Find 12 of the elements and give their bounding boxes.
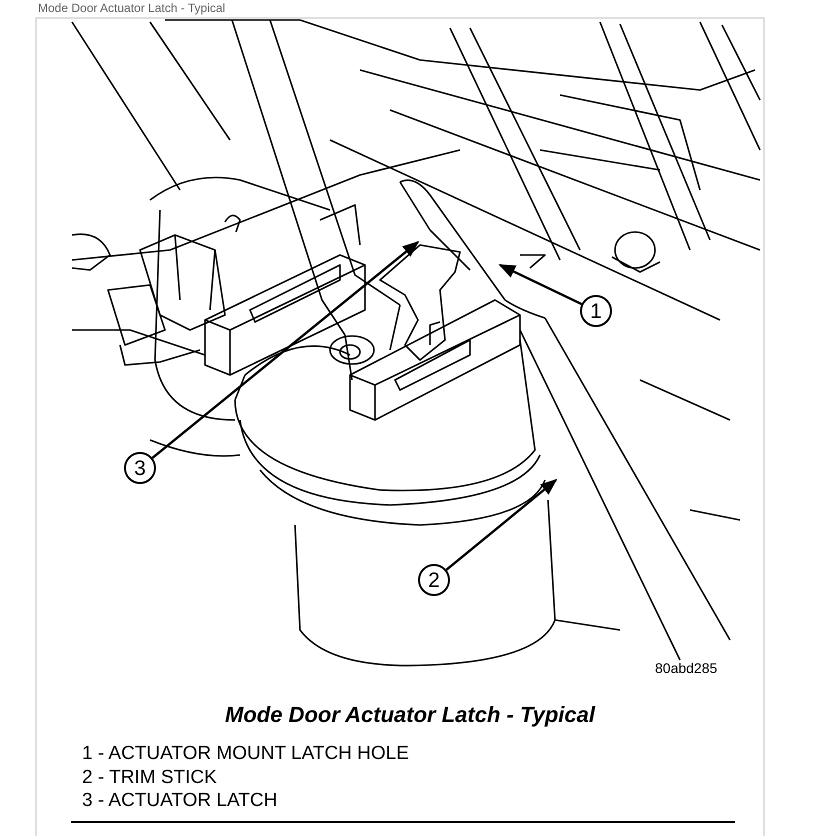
callout-number: 2	[418, 564, 450, 596]
leader-arrow	[152, 240, 420, 459]
legend-entry: 1 - ACTUATOR MOUNT LATCH HOLE	[82, 743, 409, 765]
leader-arrow	[446, 478, 558, 571]
legend-entry: 2 - TRIM STICK	[82, 767, 217, 789]
leader-arrow	[498, 264, 582, 306]
page-heading: Mode Door Actuator Latch - Typical	[38, 1, 226, 15]
callout-number: 3	[124, 452, 156, 484]
figure-number: 80abd285	[655, 660, 718, 676]
legend-entry: 3 - ACTUATOR LATCH	[82, 790, 278, 812]
figure-title: Mode Door Actuator Latch - Typical	[225, 702, 595, 728]
callout-number: 1	[580, 295, 612, 327]
